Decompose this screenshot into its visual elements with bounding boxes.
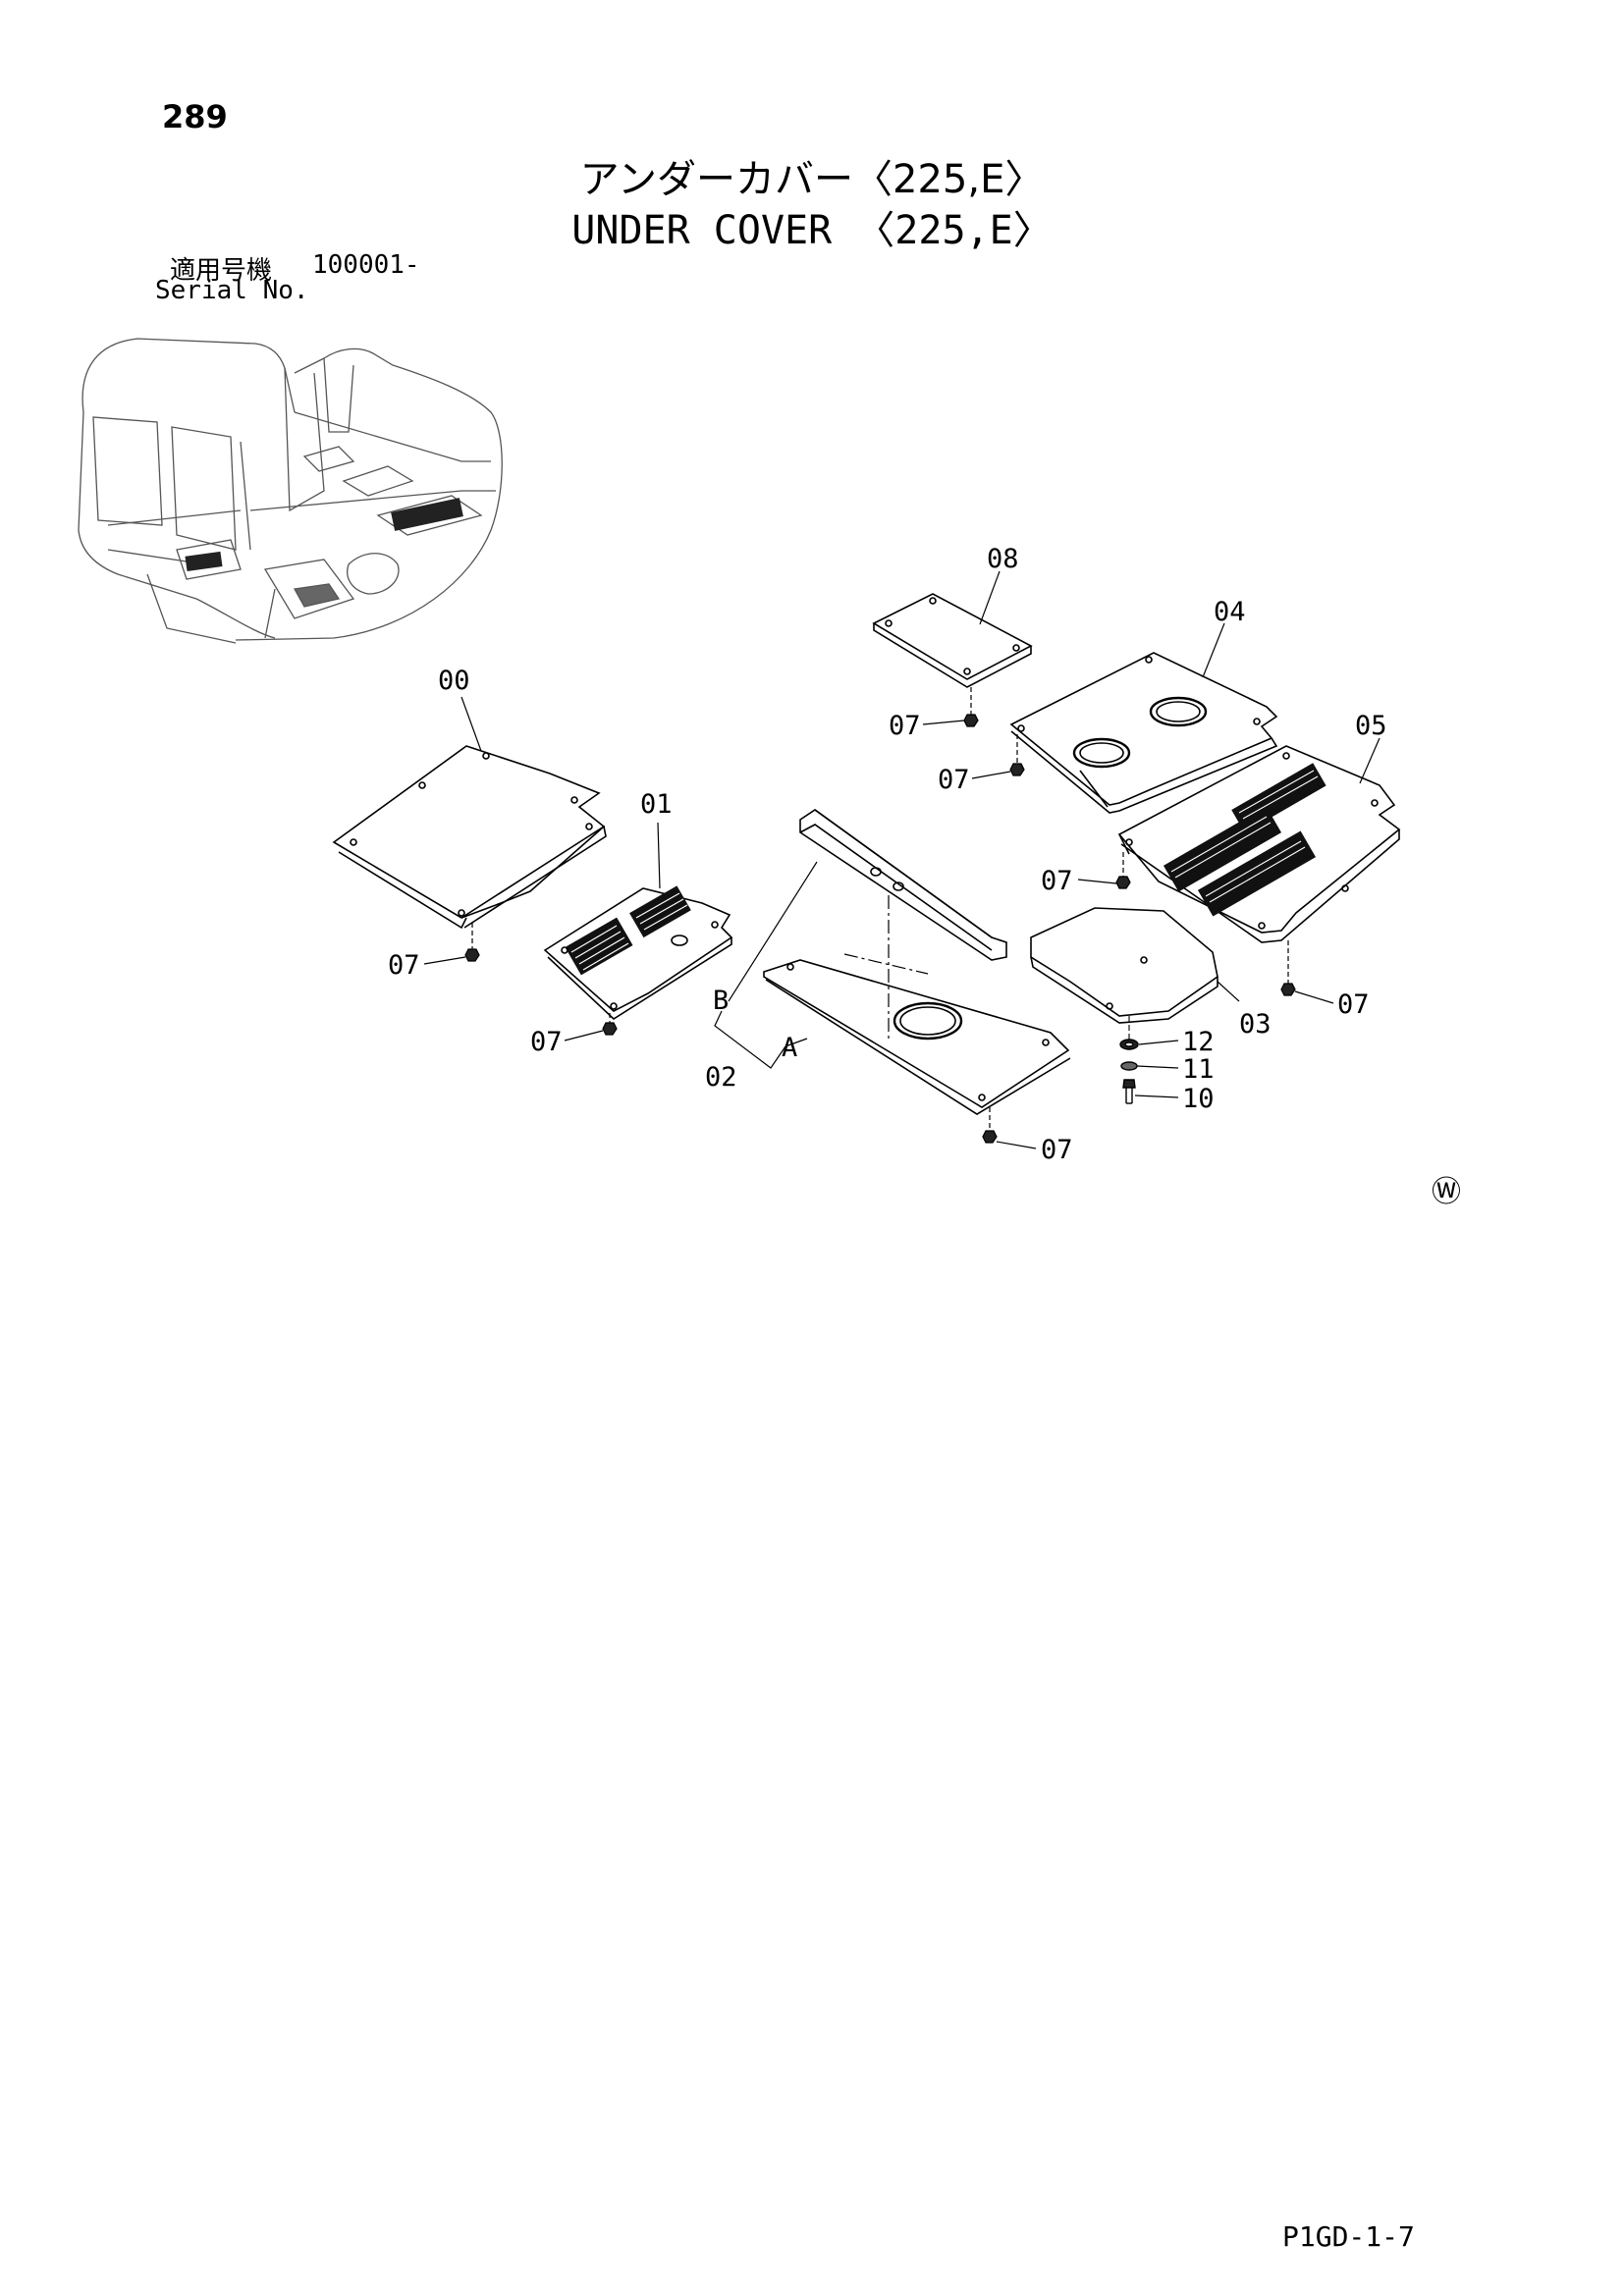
part-00-floor-cover-plate — [334, 746, 606, 928]
callout-12: 12 — [1182, 1027, 1215, 1057]
bolt-07-g — [983, 1107, 997, 1143]
part-01-louvered-cover-plate — [545, 886, 731, 1019]
leader-08 — [980, 571, 1000, 624]
serial-label-english: Serial No. — [155, 276, 309, 305]
leaders-07 — [424, 721, 1333, 1148]
callout-02: 02 — [705, 1062, 737, 1093]
leader-01 — [658, 823, 660, 888]
bolt-07-b — [1010, 734, 1024, 775]
callout-07-f: 07 — [530, 1027, 563, 1057]
machine-overview-sketch — [79, 339, 502, 643]
callout-01: 01 — [640, 789, 673, 820]
callout-07-g: 07 — [1041, 1135, 1073, 1165]
title-english: UNDER COVER 〈225,E〉 — [571, 208, 1053, 253]
page-number: 289 — [162, 98, 228, 135]
exploded-parts-diagram: 00 01 02 03 04 05 08 07 07 07 07 07 07 0… — [0, 0, 1461, 1209]
callout-07-b: 07 — [938, 765, 970, 795]
bolt-07-a — [964, 687, 978, 726]
callout-08: 08 — [987, 544, 1019, 574]
callout-11: 11 — [1182, 1054, 1215, 1085]
callout-A: A — [782, 1033, 797, 1063]
part-05-large-louvered-cover-plate — [1119, 746, 1399, 942]
leader-04 — [1203, 623, 1224, 677]
bolt-07-c — [1116, 852, 1130, 888]
callout-00: 00 — [438, 666, 470, 696]
bolt-07-markers — [465, 687, 1295, 1143]
callout-07-c: 07 — [1041, 866, 1073, 896]
callout-07-d: 07 — [1337, 989, 1370, 1020]
bolt-07-e — [465, 923, 479, 961]
part-08-small-cover-plate — [874, 594, 1031, 687]
leader-02-bracket — [715, 862, 817, 1068]
callout-04: 04 — [1214, 597, 1246, 627]
callout-03: 03 — [1239, 1009, 1272, 1040]
serial-number-value: 100001- — [312, 250, 420, 280]
bolt-07-d — [1281, 940, 1295, 995]
callout-B: B — [713, 986, 729, 1016]
sheet-code: P1GD-1-7 — [1282, 2220, 1415, 2253]
callout-10: 10 — [1182, 1084, 1215, 1114]
part-03-octagonal-cover-plate — [1031, 908, 1218, 1041]
fastener-stack-10-11-12 — [1120, 1040, 1178, 1103]
w-mark: Ⓦ — [1432, 1175, 1461, 1209]
leader-03 — [1218, 982, 1239, 1001]
part-02-beam-and-plate-assembly — [764, 810, 1070, 1114]
bolt-07-f — [603, 1013, 617, 1035]
leader-05 — [1360, 738, 1380, 783]
callout-07-a: 07 — [889, 711, 921, 741]
leader-00 — [461, 697, 481, 751]
callout-07-e: 07 — [388, 950, 420, 981]
serial-label-japanese: 適用号機 — [170, 256, 273, 286]
title-japanese: アンダーカバー〈225,E〉 — [579, 157, 1045, 202]
callout-05: 05 — [1355, 711, 1387, 741]
part-04-cover-plate-with-rings — [1011, 653, 1276, 813]
